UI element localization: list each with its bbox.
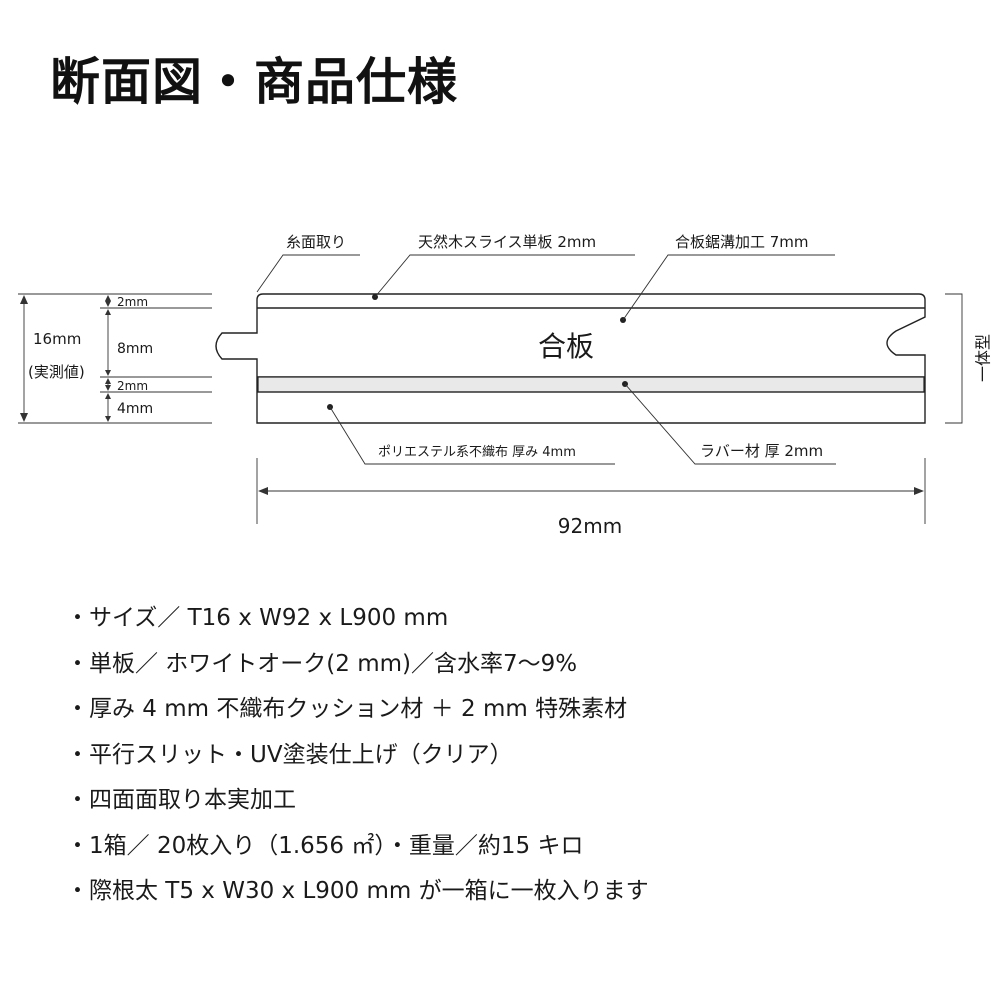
arrow-16-bottom [20,413,28,422]
plywood-label: 合板 [538,330,594,363]
spec-item-size: ・サイズ／ T16 x W92 x L900 mm [66,605,449,631]
width-arrow-left [258,487,268,495]
rubber-label: ラバー材 厚 2mm [700,442,823,460]
dim-8mm-label: 8mm [117,341,153,357]
page-title: 断面図・商品仕様 [50,53,458,111]
groove-label: 合板鋸溝加工 7mm [675,233,809,251]
width-label: 92mm [558,514,622,538]
dim-16mm-label: 16mm [33,330,81,348]
dim-actual-label: (実測値) [28,363,85,381]
chamfer-leader [256,254,360,293]
cross-section-diagram: 糸面取り 天然木スライス単板 2mm 合板鋸溝加工 7mm 合板 ポリエステル系… [18,233,993,538]
spec-item-finish: ・平行スリット・UV塗装仕上げ（クリア） [66,741,513,768]
chamfer-label: 糸面取り [286,233,346,251]
spec-item-veneer: ・単板／ ホワイトオーク(2 mm)／含水率7～9% [66,650,578,677]
dim-2mm-top-label: 2mm [117,295,148,309]
spec-list: ・サイズ／ T16 x W92 x L900 mm ・単板／ ホワイトオーク(2… [66,596,649,915]
veneer-label: 天然木スライス単板 2mm [418,233,596,251]
board-outline [215,293,926,424]
spec-item-joist: ・際根太 T5 x W30 x L900 mm が一箱に一枚入ります [66,878,649,904]
arrow-16-top [20,295,28,304]
spec-item-box: ・1箱／ 20枚入り（1.656 ㎡）・重量／約15 キロ [66,832,584,859]
dim-2mm-mid-label: 2mm [117,379,148,393]
integral-bracket [945,293,963,424]
spec-item-cushion: ・厚み 4 mm 不織布クッション材 ＋ 2 mm 特殊素材 [66,696,628,722]
dim-4mm-label: 4mm [117,401,153,417]
width-arrow-right [914,487,924,495]
rubber-leader [624,383,836,465]
felt-label: ポリエステル系不織布 厚み 4mm [378,445,576,460]
rubber-layer [257,376,925,393]
spec-item-chamfer: ・四面面取り本実加工 [66,787,296,813]
groove-leader [622,254,835,321]
integral-label: 一体型 [974,334,993,382]
veneer-leader [374,254,635,298]
felt-leader [329,406,615,465]
